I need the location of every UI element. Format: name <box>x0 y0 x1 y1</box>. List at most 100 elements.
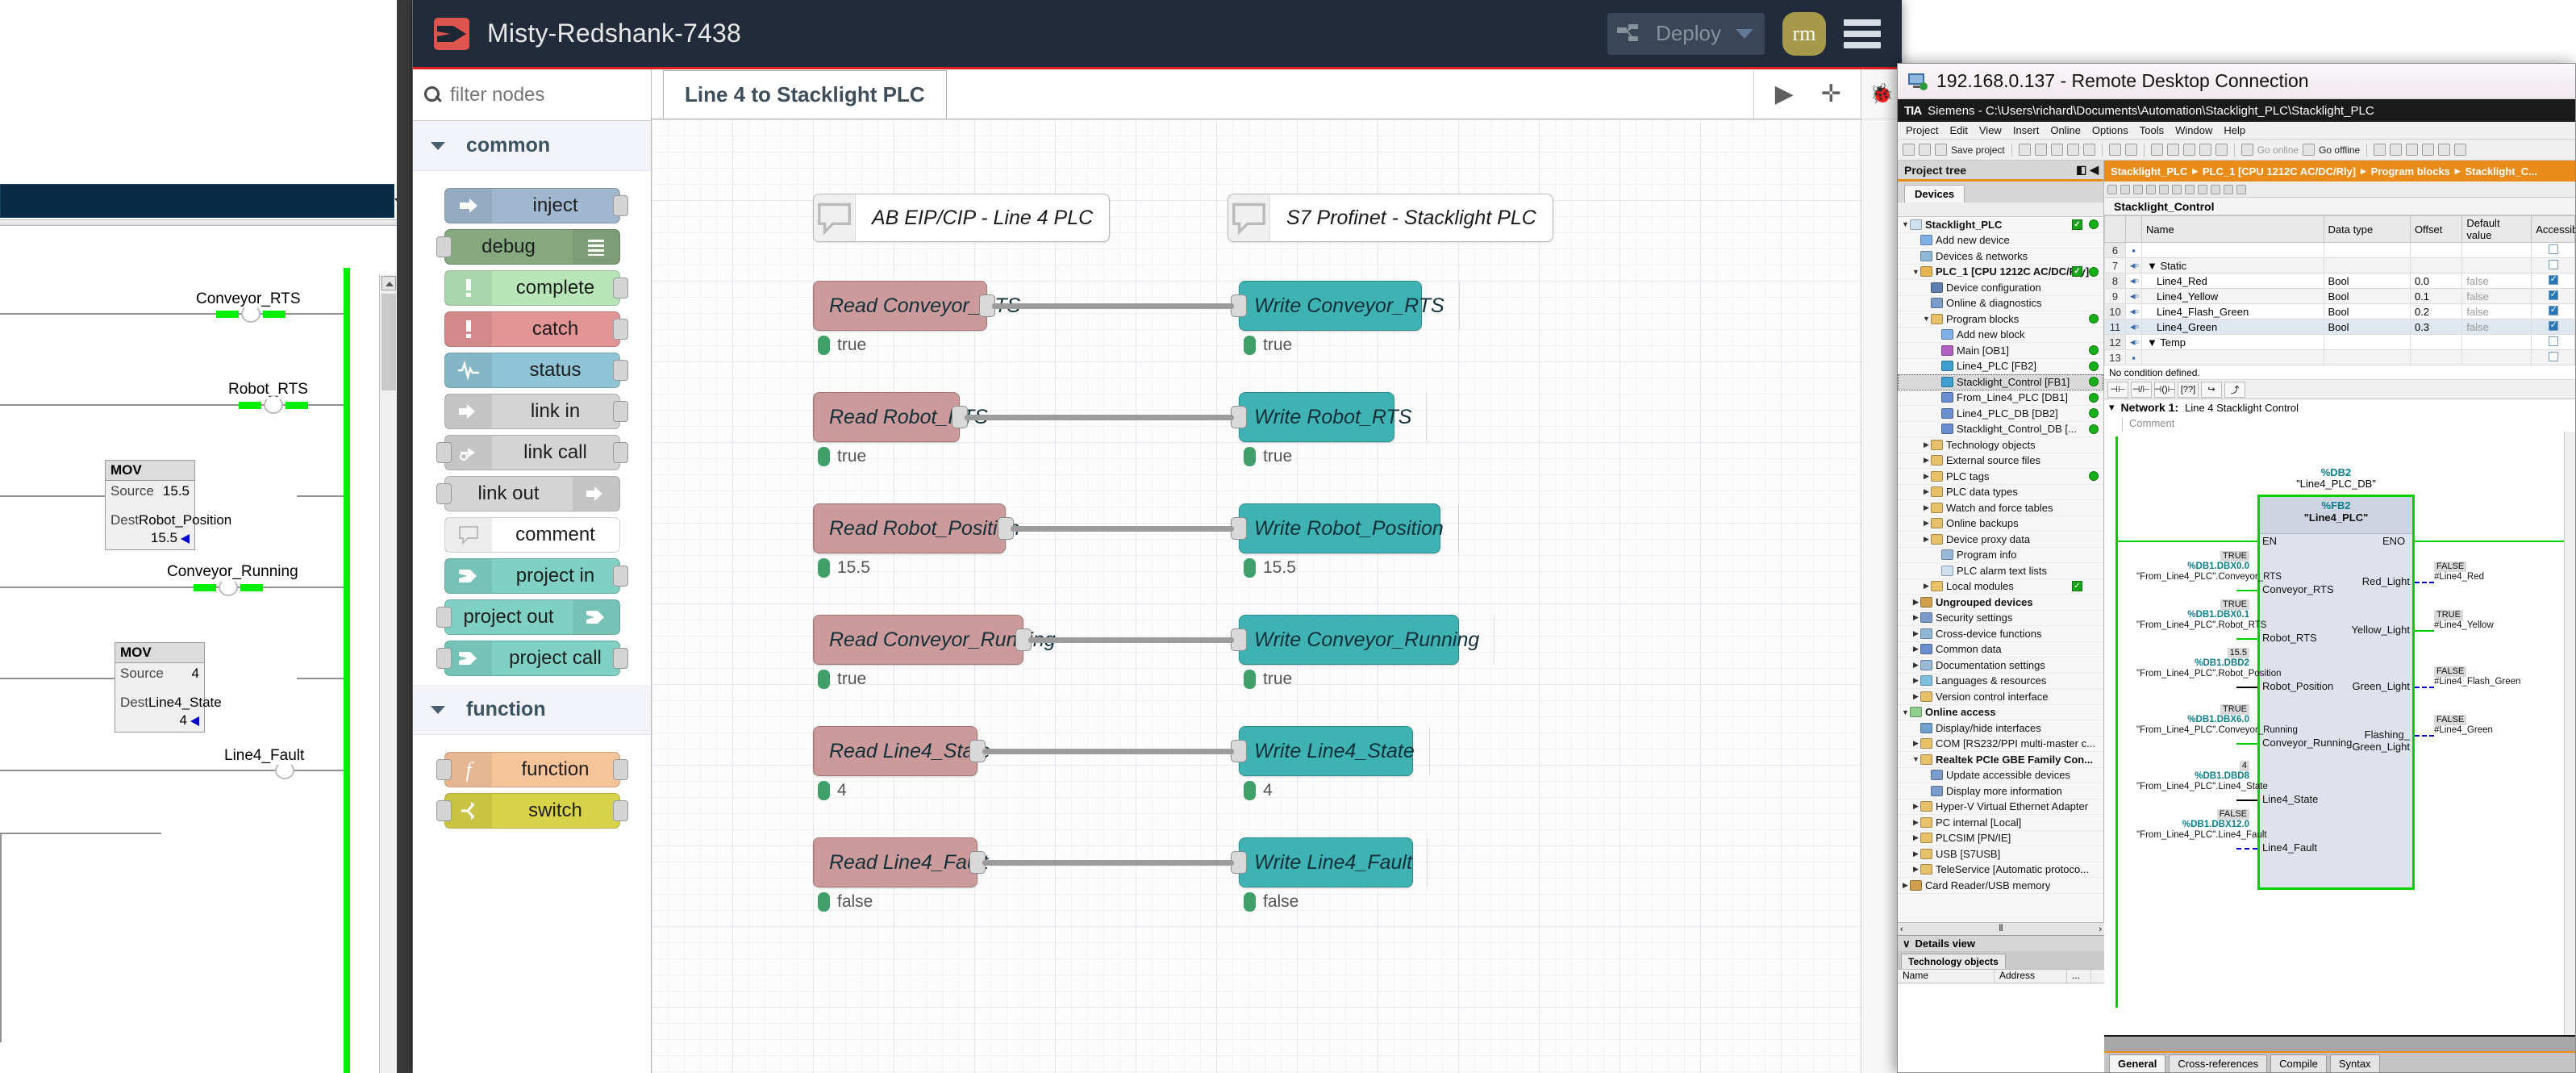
tree-item[interactable]: ▶Common data <box>1898 642 2103 658</box>
inspector-tab-syntax[interactable]: Syntax <box>2329 1054 2380 1072</box>
tree-item[interactable]: ▼Program blocks <box>1898 311 2103 328</box>
delete-icon[interactable] <box>2082 144 2095 156</box>
write-node[interactable]: Write Line4_State <box>1231 726 1430 776</box>
menu-online[interactable]: Online <box>2050 124 2081 136</box>
breadcrumb-item[interactable]: Stacklight_C... <box>2465 165 2538 177</box>
read-node[interactable]: Read Robot_Position <box>813 503 1019 553</box>
tree-item[interactable]: ▶PLCSIM [PN/IE] <box>1898 831 2103 846</box>
download-icon[interactable] <box>2166 144 2179 156</box>
cell-default[interactable]: false <box>2461 288 2532 304</box>
help-icon[interactable] <box>2390 144 2403 156</box>
input-port[interactable] <box>436 648 452 669</box>
output-port[interactable] <box>612 401 628 422</box>
collapse-all-icon[interactable] <box>2211 184 2220 194</box>
scroll-up-icon[interactable] <box>381 276 396 290</box>
go-offline-icon[interactable] <box>2303 144 2315 156</box>
tree-item[interactable]: ▶Card Reader/USB memory <box>1898 878 2103 894</box>
cell-accessible[interactable] <box>2531 257 2575 273</box>
cross-ref-icon[interactable] <box>2224 184 2233 194</box>
network-header[interactable]: ▾ Network 1: Line 4 Stacklight Control <box>2104 399 2575 415</box>
checkbox[interactable] <box>2548 259 2558 269</box>
input-port[interactable] <box>436 236 452 257</box>
tree-expand-arrow[interactable]: ▼ <box>1902 220 1909 229</box>
wire[interactable] <box>1028 637 1234 643</box>
tree-item[interactable]: ▶Security settings <box>1898 611 2103 626</box>
cell-datatype[interactable]: Bool <box>2323 319 2411 335</box>
coil-icon[interactable]: ⊣()⊢ <box>2154 381 2175 398</box>
tree-expand-arrow[interactable]: ▶ <box>1913 817 1919 826</box>
read-node[interactable]: Read Robot_RTS <box>813 392 988 442</box>
tree-item[interactable]: ▶PC internal [Local] <box>1898 815 2103 831</box>
tree-expand-arrow[interactable]: ▼ <box>1902 708 1909 716</box>
input-operand[interactable]: TRUE%DB1.DBX6.0"From_Line4_PLC".Conveyor… <box>2136 704 2298 736</box>
palette-category-common[interactable]: common <box>413 121 651 171</box>
input-port[interactable] <box>436 800 452 821</box>
cell-datatype[interactable]: Bool <box>2323 288 2411 304</box>
inspector-tab-cross-references[interactable]: Cross-references <box>2169 1054 2268 1072</box>
cell-name[interactable]: Line4_Red <box>2141 273 2324 289</box>
add-flow-icon[interactable]: ✛ <box>1820 81 1841 107</box>
open-project-icon[interactable] <box>1919 144 1931 156</box>
palette-node-complete[interactable]: complete <box>444 270 628 306</box>
cell-default[interactable] <box>2461 242 2532 258</box>
checkbox[interactable] <box>2548 304 2558 315</box>
write-node[interactable]: Write Conveyor_Running <box>1231 615 1495 665</box>
palette-category-function[interactable]: function <box>413 685 651 735</box>
cell-name[interactable]: ▼ Static <box>2141 257 2324 273</box>
tree-expand-arrow[interactable]: ▶ <box>1913 691 1919 700</box>
cell-accessible[interactable] <box>2531 319 2575 335</box>
column-header[interactable]: Accessib... <box>2531 215 2575 243</box>
paste-icon[interactable] <box>2066 144 2079 156</box>
comment-node[interactable]: AB EIP/CIP - Line 4 PLC <box>813 194 1111 242</box>
table-row[interactable]: 13▪ <box>2104 349 2575 365</box>
output-operand[interactable]: TRUE#Line4_Yellow <box>2434 610 2531 631</box>
tree-item[interactable]: ▶Cross-device functions <box>1898 626 2103 642</box>
write-node[interactable]: Write Robot_RTS <box>1231 392 1428 442</box>
cell-name[interactable]: Line4_Green <box>2141 319 2324 335</box>
new-project-icon[interactable] <box>1903 144 1915 156</box>
delete-network-icon[interactable] <box>2120 184 2130 194</box>
cell-accessible[interactable] <box>2531 288 2575 304</box>
cell-datatype[interactable] <box>2323 242 2411 258</box>
tree-expand-arrow[interactable]: ▶ <box>1913 645 1919 653</box>
debug-tab[interactable]: 🐞 debug <box>1861 69 1902 119</box>
palette-node-project-call[interactable]: project call <box>436 641 628 676</box>
tree-item[interactable]: Display more information <box>1898 783 2103 800</box>
tree-item[interactable]: Display/hide interfaces <box>1898 720 2103 737</box>
palette-node-switch[interactable]: switch <box>436 793 628 829</box>
tree-expand-arrow[interactable]: ▶ <box>1913 660 1919 669</box>
upload-icon[interactable] <box>2182 144 2195 156</box>
compile-icon[interactable] <box>2150 144 2163 156</box>
menu-project[interactable]: Project <box>1906 124 1939 136</box>
cell-datatype[interactable] <box>2323 349 2411 365</box>
cell-default[interactable]: false <box>2461 303 2532 319</box>
read-node[interactable]: Read Conveyor_RTS <box>813 281 1020 331</box>
tree-item[interactable]: Line4_PLC_DB [DB2] <box>1898 406 2103 422</box>
column-header[interactable]: Name <box>2141 215 2324 243</box>
tree-item[interactable]: ▶Online backups <box>1898 516 2103 532</box>
breadcrumb-item[interactable]: PLC_1 [CPU 1212C AC/DC/Rly] <box>2202 165 2357 177</box>
output-port[interactable] <box>612 278 628 299</box>
wire[interactable] <box>1010 526 1234 532</box>
output-port[interactable] <box>612 360 628 381</box>
input-port[interactable] <box>436 483 452 504</box>
palette-node-status[interactable]: status <box>444 353 628 388</box>
palette-node-link-in[interactable]: link in <box>444 394 628 429</box>
cell-name[interactable]: ▼ Temp <box>2141 334 2324 350</box>
write-node[interactable]: Write Line4_Fault <box>1231 837 1428 887</box>
comment-toggle-icon[interactable] <box>2236 184 2246 194</box>
tree-item[interactable]: ▶Version control interface <box>1898 689 2103 705</box>
read-node[interactable]: Read Conveyor_Running <box>813 615 1056 665</box>
output-operand[interactable]: FALSE#Line4_Red <box>2434 562 2531 582</box>
write-node[interactable]: Write Robot_Position <box>1231 503 1459 553</box>
cell-default[interactable]: false <box>2461 273 2532 289</box>
wire[interactable] <box>991 303 1234 309</box>
palette-node-project-out[interactable]: project out <box>436 599 620 635</box>
close-editor-icon[interactable] <box>2422 144 2435 156</box>
